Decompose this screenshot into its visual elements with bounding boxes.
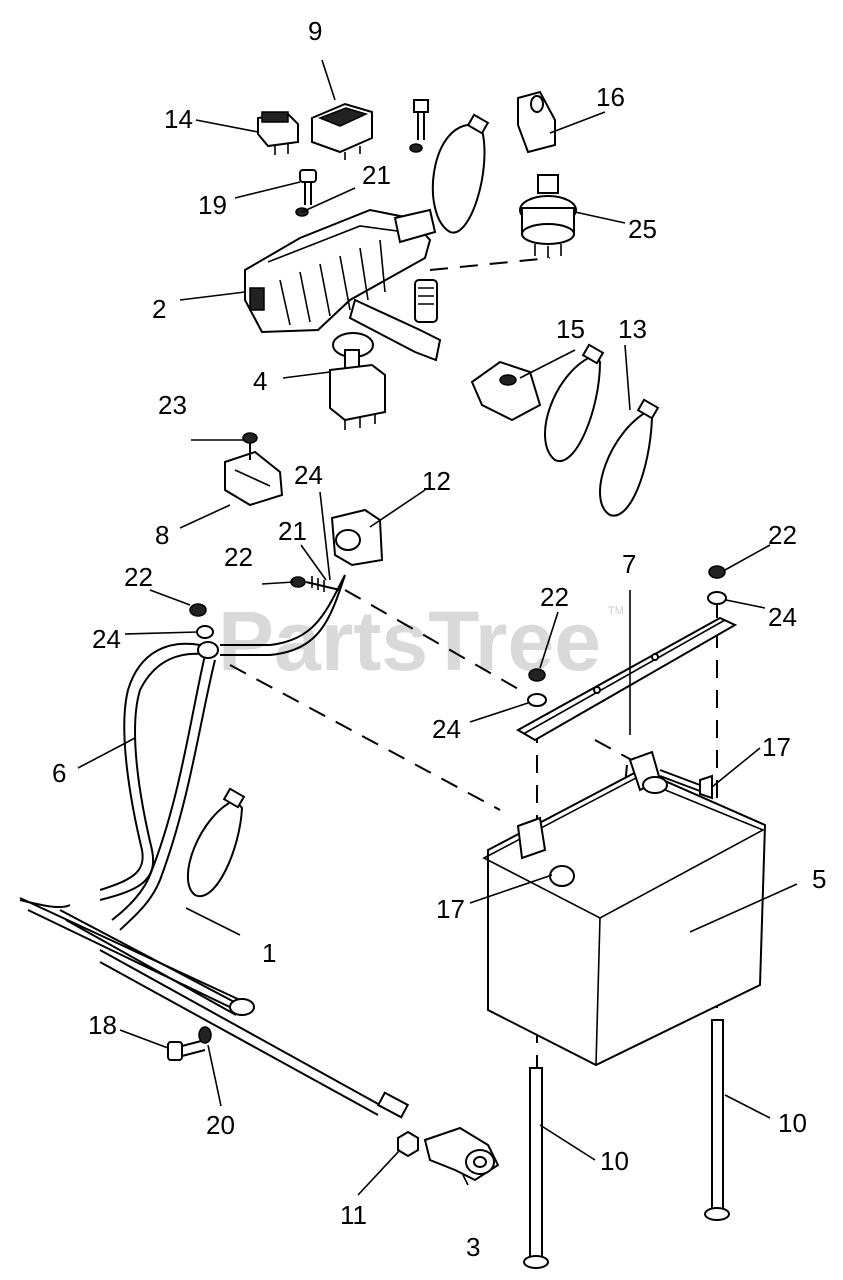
battery-cable-6 [99, 574, 346, 931]
bolt-18 [167, 1026, 212, 1061]
relay-housing [244, 208, 442, 362]
callout-23: 23 [158, 390, 187, 420]
bolt-17 [659, 769, 713, 800]
callout-20: 20 [206, 1110, 235, 1140]
callout-15: 15 [556, 314, 585, 344]
callout-21a: 21 [362, 160, 391, 190]
callout-21b: 21 [278, 516, 307, 546]
bracket-8 [224, 432, 284, 507]
rod-10-left [523, 1067, 549, 1269]
callout-10a: 10 [778, 1108, 807, 1138]
connector-15 [470, 360, 542, 422]
pto-switch-4 [329, 332, 386, 430]
callout-22b: 22 [124, 562, 153, 592]
callout-24a: 24 [92, 624, 121, 654]
callout-25: 25 [628, 214, 657, 244]
hold-down-bar-7 [515, 616, 738, 742]
callout-9: 9 [308, 16, 322, 46]
callout-6: 6 [52, 758, 66, 788]
harness-1 [19, 897, 410, 1119]
terminal-3 [423, 1126, 500, 1182]
ignition-switch-25 [519, 174, 577, 258]
callout-24c: 24 [768, 602, 797, 632]
bolt-upper [409, 99, 429, 153]
callout-2: 2 [152, 294, 166, 324]
callout-1: 1 [262, 938, 276, 968]
switch-14 [257, 111, 299, 155]
callout-16: 16 [596, 82, 625, 112]
callout-19: 19 [198, 190, 227, 220]
tie-strap-mid [186, 787, 246, 898]
callout-17b: 17 [436, 894, 465, 924]
callout-8: 8 [155, 520, 169, 550]
callout-24d: 24 [432, 714, 461, 744]
rocker-switch-9 [311, 102, 373, 160]
callout-14: 14 [164, 104, 193, 134]
hardware-12 [290, 576, 341, 592]
callout-13: 13 [618, 314, 647, 344]
watermark-mark: TM [608, 605, 624, 617]
callout-12: 12 [422, 466, 451, 496]
bar-hardware [527, 565, 727, 707]
callouts: 1 2 3 4 5 6 7 8 9 10 10 11 12 13 14 15 1… [52, 16, 826, 1262]
callout-3: 3 [466, 1232, 480, 1262]
key-16 [517, 90, 556, 154]
callout-24b: 24 [294, 460, 323, 490]
boot-cap-12 [330, 508, 384, 567]
callout-22a: 22 [224, 542, 253, 572]
callout-22d: 22 [540, 582, 569, 612]
nut-11 [397, 1130, 419, 1158]
callout-5: 5 [812, 864, 826, 894]
callout-18: 18 [88, 1010, 117, 1040]
rod-10-right [704, 1019, 730, 1221]
battery-5 [482, 750, 767, 1067]
callout-7: 7 [622, 549, 636, 579]
tie-strap-upper [431, 113, 490, 234]
leader-lines [77, 59, 798, 1196]
callout-22c: 22 [768, 520, 797, 550]
callout-4: 4 [253, 366, 267, 396]
callout-17a: 17 [762, 732, 791, 762]
callout-11: 11 [340, 1200, 367, 1230]
callout-10b: 10 [600, 1146, 629, 1176]
bolt-19 [295, 169, 317, 217]
tie-strap-13 [544, 343, 660, 517]
